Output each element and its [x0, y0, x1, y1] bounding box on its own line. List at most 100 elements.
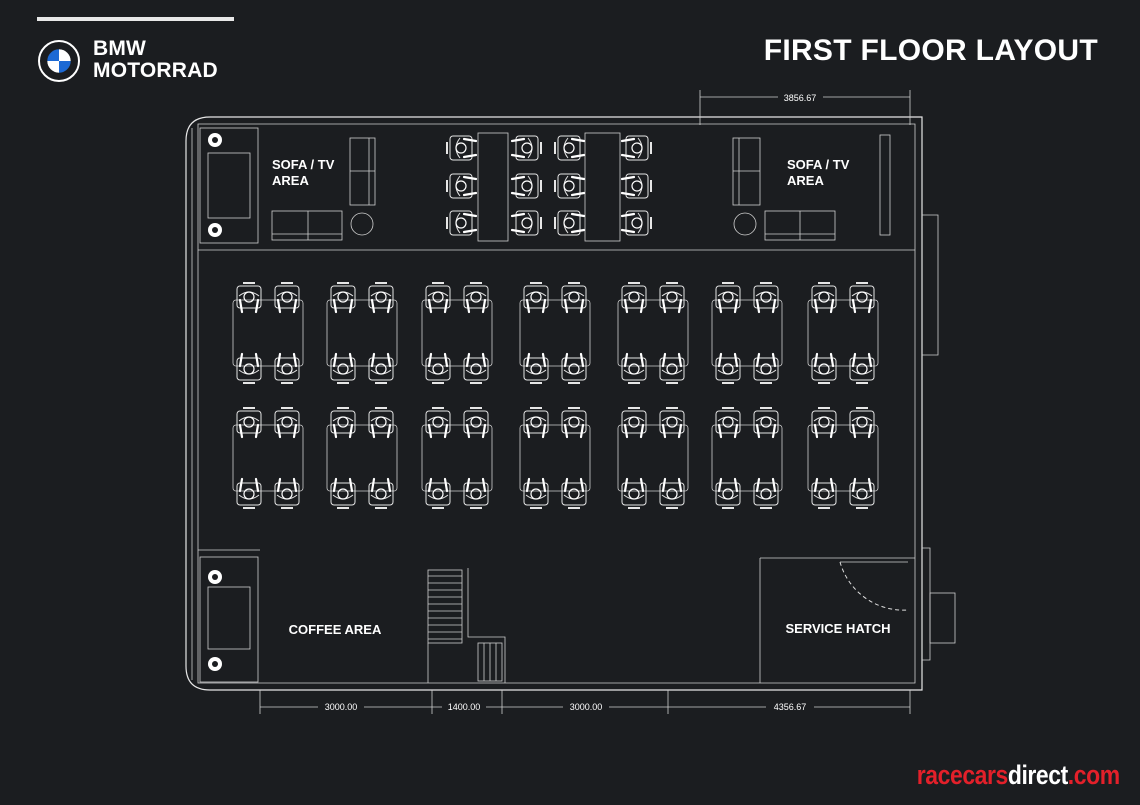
- chair-with-person-icon: [561, 407, 587, 439]
- chair-with-person-icon: [523, 407, 549, 439]
- chair-with-person-icon: [715, 407, 741, 439]
- dining-table: [711, 424, 783, 492]
- watermark-part-2: direct: [1008, 760, 1069, 790]
- chair-with-person-icon: [236, 352, 262, 384]
- dining-tables: [232, 282, 879, 509]
- chair-with-person-icon: [753, 352, 779, 384]
- dining-table: [326, 299, 398, 367]
- chair-with-person-icon: [753, 407, 779, 439]
- sofa-area-left: SOFA / TV AREA: [271, 137, 376, 241]
- dining-table: [421, 299, 493, 367]
- chair-with-person-icon: [621, 352, 647, 384]
- chair-with-person-icon: [236, 477, 262, 509]
- chair-with-person-icon: [274, 477, 300, 509]
- sofa-area-right: SOFA / TV AREA: [732, 134, 891, 241]
- coffee-area-label: COFFEE AREA: [289, 622, 382, 637]
- dimension-top: 3856.67: [699, 90, 911, 125]
- chair-with-person-icon: [510, 173, 542, 199]
- chair-with-person-icon: [523, 477, 549, 509]
- chair-with-person-icon: [274, 407, 300, 439]
- chair-with-person-icon: [368, 282, 394, 314]
- brand-line-2: MOTORRAD: [93, 59, 218, 82]
- brand-line-1: BMW: [93, 37, 147, 60]
- chair-with-person-icon: [561, 477, 587, 509]
- chair-with-person-icon: [463, 477, 489, 509]
- left-top-unit: [199, 127, 259, 244]
- sofa-left-label-2: AREA: [272, 173, 309, 188]
- chair-with-person-icon: [715, 477, 741, 509]
- dimension-bottom-2: 1400.00: [448, 702, 481, 712]
- chair-with-person-icon: [368, 477, 394, 509]
- service-hatch: SERVICE HATCH: [759, 557, 956, 683]
- chair-with-person-icon: [446, 210, 478, 236]
- chair-with-person-icon: [811, 282, 837, 314]
- staircase: [427, 568, 506, 683]
- chair-with-person-icon: [620, 173, 652, 199]
- chair-with-person-icon: [659, 352, 685, 384]
- chair-with-person-icon: [425, 352, 451, 384]
- chair-with-person-icon: [554, 135, 586, 161]
- chair-with-person-icon: [274, 352, 300, 384]
- dimension-top-label: 3856.67: [784, 93, 817, 103]
- top-seating-group: [446, 132, 652, 242]
- chair-with-person-icon: [368, 407, 394, 439]
- top-table: [584, 132, 621, 242]
- bmw-roundel-logo: [38, 40, 80, 82]
- chair-with-person-icon: [715, 352, 741, 384]
- chair-with-person-icon: [523, 352, 549, 384]
- chair-with-person-icon: [554, 173, 586, 199]
- chair-with-person-icon: [446, 173, 478, 199]
- chair-with-person-icon: [811, 407, 837, 439]
- page-title: FIRST FLOOR LAYOUT: [763, 34, 1098, 67]
- watermark-part-1: racecars: [917, 760, 1009, 790]
- dining-table: [807, 299, 879, 367]
- dining-table: [421, 424, 493, 492]
- dining-table: [617, 299, 689, 367]
- watermark: racecarsdirect.com: [917, 760, 1120, 791]
- chair-with-person-icon: [621, 407, 647, 439]
- chair-with-person-icon: [368, 352, 394, 384]
- chair-with-person-icon: [849, 407, 875, 439]
- dining-table: [711, 299, 783, 367]
- dining-table: [807, 424, 879, 492]
- chair-with-person-icon: [621, 282, 647, 314]
- service-hatch-label: SERVICE HATCH: [786, 621, 891, 636]
- chair-with-person-icon: [753, 282, 779, 314]
- chair-with-person-icon: [620, 210, 652, 236]
- sofa-left-label-1: SOFA / TV: [272, 157, 335, 172]
- chair-with-person-icon: [510, 210, 542, 236]
- chair-with-person-icon: [621, 477, 647, 509]
- chair-with-person-icon: [659, 407, 685, 439]
- left-bottom-unit: [199, 556, 259, 683]
- chair-with-person-icon: [330, 407, 356, 439]
- chair-with-person-icon: [849, 477, 875, 509]
- sofa-right-label-2: AREA: [787, 173, 824, 188]
- chair-with-person-icon: [554, 210, 586, 236]
- chair-with-person-icon: [463, 352, 489, 384]
- dining-table: [519, 424, 591, 492]
- chair-with-person-icon: [811, 477, 837, 509]
- chair-with-person-icon: [659, 477, 685, 509]
- header-rule: [37, 17, 234, 21]
- dining-table: [232, 299, 304, 367]
- chair-with-person-icon: [274, 282, 300, 314]
- top-table: [477, 132, 509, 242]
- chair-with-person-icon: [510, 135, 542, 161]
- chair-with-person-icon: [561, 352, 587, 384]
- chair-with-person-icon: [330, 282, 356, 314]
- chair-with-person-icon: [236, 282, 262, 314]
- chair-with-person-icon: [425, 407, 451, 439]
- chair-with-person-icon: [463, 282, 489, 314]
- chair-with-person-icon: [715, 282, 741, 314]
- chair-with-person-icon: [523, 282, 549, 314]
- chair-with-person-icon: [425, 477, 451, 509]
- dimension-bottom-4: 4356.67: [774, 702, 807, 712]
- sofa-right-label-1: SOFA / TV: [787, 157, 850, 172]
- chair-with-person-icon: [425, 282, 451, 314]
- dining-table: [617, 424, 689, 492]
- dining-table: [326, 424, 398, 492]
- chair-with-person-icon: [236, 407, 262, 439]
- chair-with-person-icon: [849, 352, 875, 384]
